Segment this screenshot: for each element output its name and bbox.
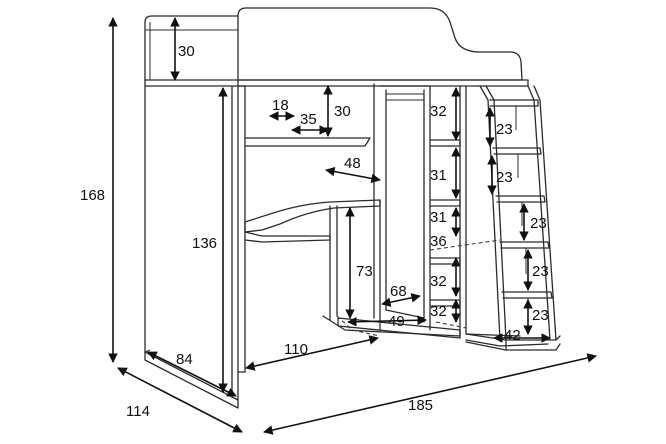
label-niche-height: 30 — [334, 103, 351, 120]
label-step-2: 23 — [496, 169, 513, 186]
label-total-depth: 114 — [126, 403, 150, 420]
ladder — [465, 85, 561, 351]
dimension-lines — [108, 17, 597, 435]
label-total-height: 168 — [80, 187, 105, 204]
bed-frame — [144, 7, 529, 87]
dimension-labels: 30 168 18 35 30 48 136 73 68 49 32 31 31… — [80, 43, 549, 420]
label-step-1: 23 — [496, 121, 513, 138]
label-total-length: 185 — [408, 397, 433, 414]
label-shelf-2: 31 — [430, 167, 447, 184]
label-niche-left: 18 — [272, 97, 289, 114]
label-side-depth: 84 — [176, 351, 193, 368]
label-step-4: 23 — [532, 263, 549, 280]
label-shelf-6: 32 — [430, 303, 447, 320]
label-under-height: 136 — [192, 235, 217, 252]
label-ladder-depth: 42 — [504, 327, 521, 344]
label-shelf-5: 32 — [430, 273, 447, 290]
label-loft-height: 30 — [178, 43, 195, 60]
label-shelf-4: 36 — [430, 233, 447, 250]
label-step-5: 23 — [532, 307, 549, 324]
label-desk-height: 73 — [356, 263, 373, 280]
desk-area — [244, 83, 461, 339]
label-desk-width: 49 — [388, 313, 405, 330]
label-shelf-top: 32 — [430, 103, 447, 120]
label-shelf-depth: 48 — [344, 155, 361, 172]
label-desk-depth: 68 — [390, 283, 407, 300]
label-niche-width: 35 — [300, 111, 317, 128]
label-step-3: 23 — [530, 215, 547, 232]
label-shelf-3: 31 — [430, 209, 447, 226]
label-opening-width: 110 — [284, 341, 308, 358]
